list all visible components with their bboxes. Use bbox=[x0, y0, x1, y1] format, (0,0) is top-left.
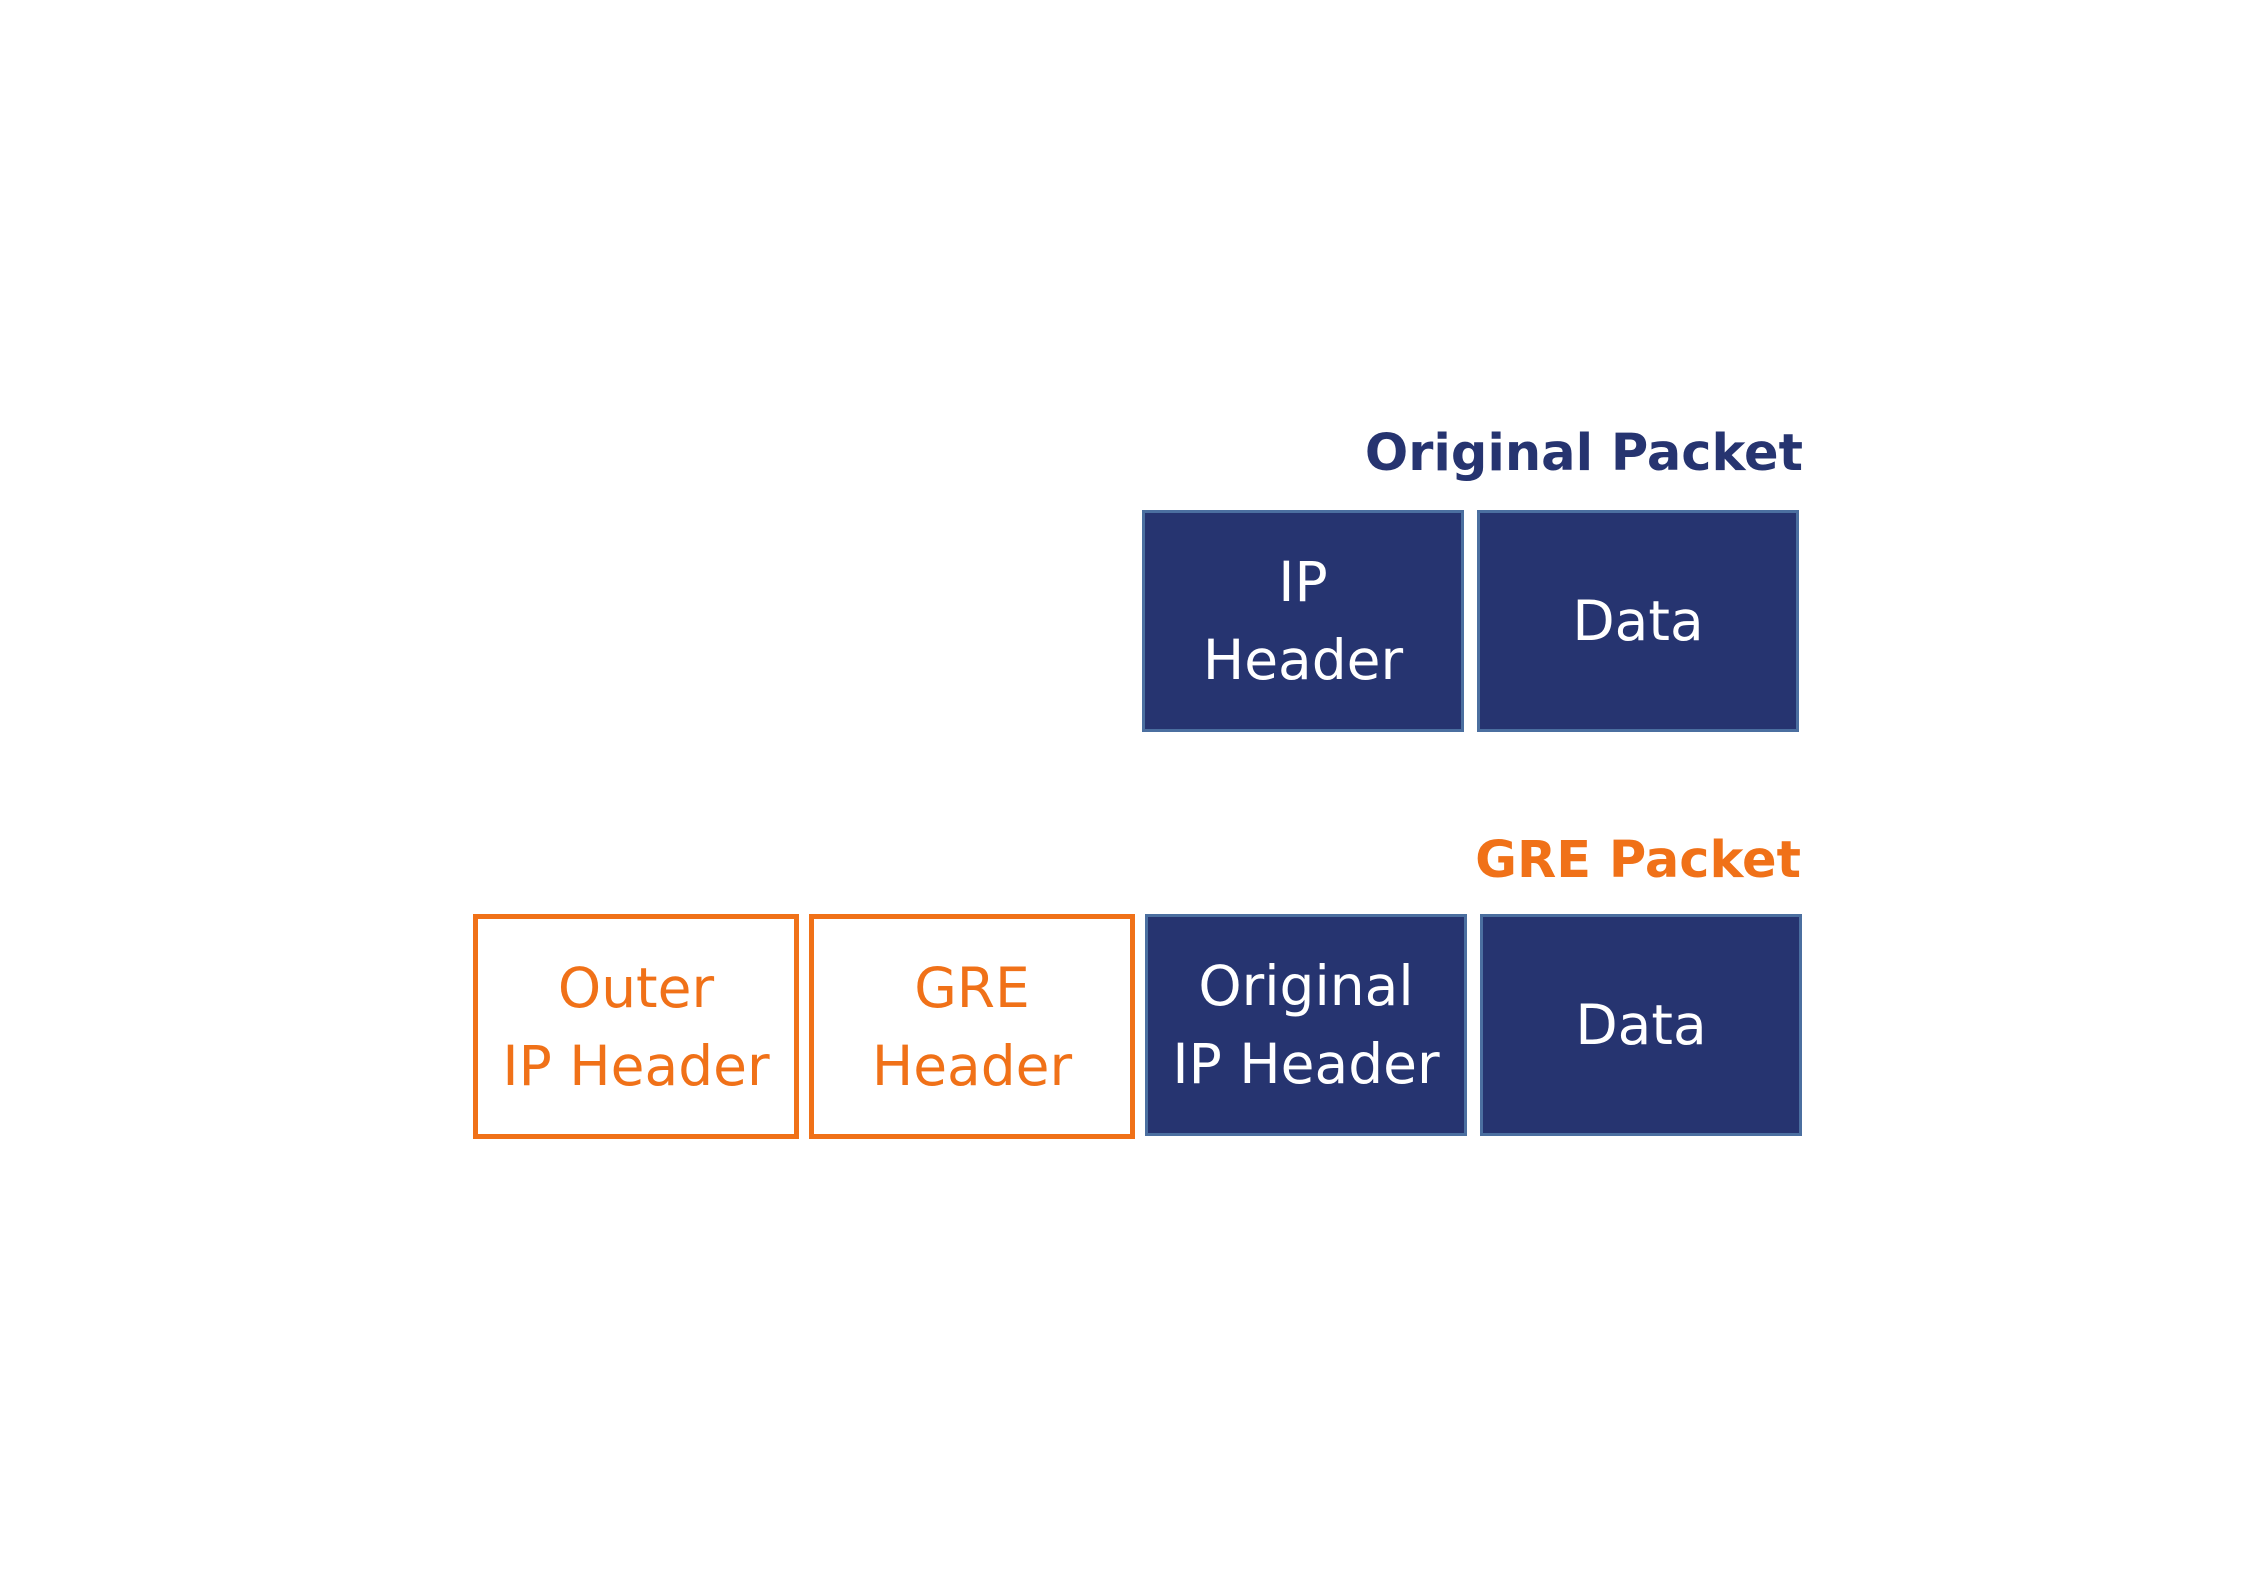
box-label-line: GRE bbox=[914, 955, 1030, 1020]
box-label-line: Outer bbox=[557, 955, 715, 1020]
box-label-line: Header bbox=[871, 1033, 1073, 1098]
gre-packet-title: GRE Packet bbox=[1475, 831, 1801, 890]
box-label-line: IP Header bbox=[502, 1033, 770, 1098]
gre-header-box: GRE Header bbox=[809, 914, 1135, 1139]
original-packet-title: Original Packet bbox=[1364, 424, 1803, 483]
box-label-line: Header bbox=[1202, 628, 1404, 692]
outer-ip-header-box: Outer IP Header bbox=[473, 914, 799, 1139]
gre-data-box: Data bbox=[1480, 914, 1802, 1136]
original-ip-header-box: IP Header bbox=[1142, 510, 1464, 732]
box-label-line: Original bbox=[1198, 954, 1414, 1018]
original-data-box: Data bbox=[1477, 510, 1799, 732]
box-label-line: IP Header bbox=[1172, 1032, 1440, 1096]
gre-original-ip-header-box: Original IP Header bbox=[1145, 914, 1467, 1136]
box-label-line: Data bbox=[1575, 993, 1707, 1057]
box-label-line: Data bbox=[1572, 589, 1704, 653]
box-label-line: IP bbox=[1278, 550, 1328, 614]
